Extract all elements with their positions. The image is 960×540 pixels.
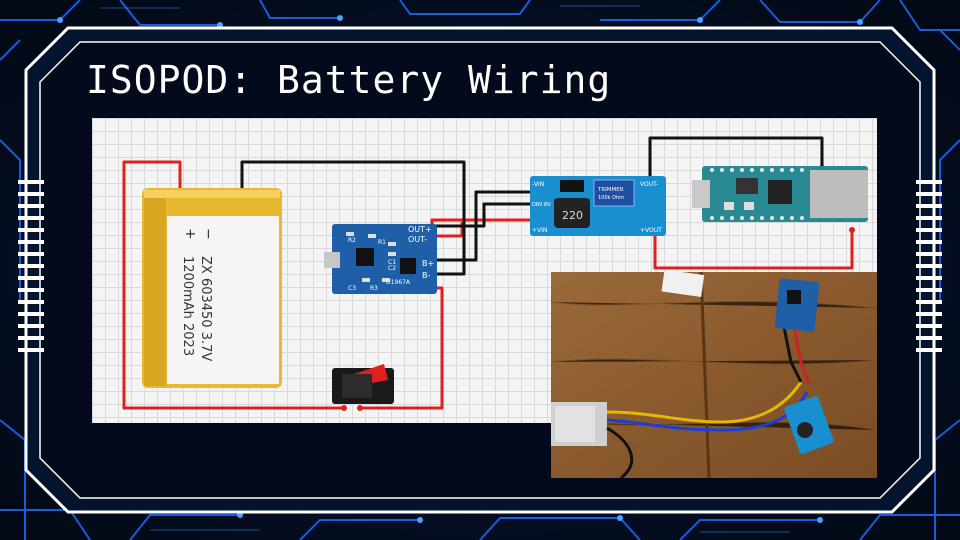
slide-title: ISOPOD: Battery Wiring (86, 58, 612, 102)
battery-model-label: ZX 603450 3.7V (198, 256, 213, 361)
right-bracket-ticks (916, 180, 942, 352)
charger-pin-out-plus: OUT+ (408, 225, 432, 234)
boost-pin-vin-minus: -VIN (532, 181, 544, 188)
battery-plus-label: + (182, 228, 198, 240)
charger-pin-b-minus: B- (422, 271, 430, 280)
charger-pin-out-minus: OUT- (408, 235, 427, 244)
charger-mark-c2: C2 (388, 265, 396, 272)
battery-capacity-label: 1200mAh 2023 (180, 256, 195, 356)
black-wires (240, 136, 824, 276)
rocker-switch-icon (332, 364, 394, 404)
photo-of-wiring (551, 272, 877, 478)
trimmer-label: TRIMMER (597, 187, 624, 193)
charger-mark-r2: R2 (348, 237, 356, 244)
boost-pin-vout-minus: VOUT- (640, 181, 658, 188)
microcontroller-icon (692, 166, 868, 222)
charger-pin-b-plus: B+ (422, 259, 434, 268)
charger-module-icon: OUT+ OUT- B+ B- R2 R1 C1 C2 R3 C3 D1967A (324, 224, 437, 294)
charger-mark-c3: C3 (348, 285, 356, 292)
boost-small-mark: DRV 8V (532, 202, 551, 208)
boost-converter-icon: 220 TRIMMER 100k Ohm -VIN +VIN VOUT- +VO… (530, 176, 666, 236)
charger-mark-c1: C1 (388, 259, 396, 266)
inductor-label: 220 (562, 209, 583, 222)
boost-pin-vout-plus: +VOUT (640, 227, 662, 234)
charger-mark-r1: R1 (378, 239, 386, 246)
left-bracket-ticks (18, 180, 44, 352)
battery-icon: − + ZX 603450 3.7V 1200mAh 2023 (142, 188, 282, 388)
battery-minus-label: − (200, 228, 216, 240)
boost-pin-vin-plus: +VIN (532, 227, 547, 234)
charger-mark-d1967a: D1967A (386, 279, 411, 286)
charger-mark-r3: R3 (370, 285, 378, 292)
trimmer-sub-label: 100k Ohm (598, 195, 624, 201)
